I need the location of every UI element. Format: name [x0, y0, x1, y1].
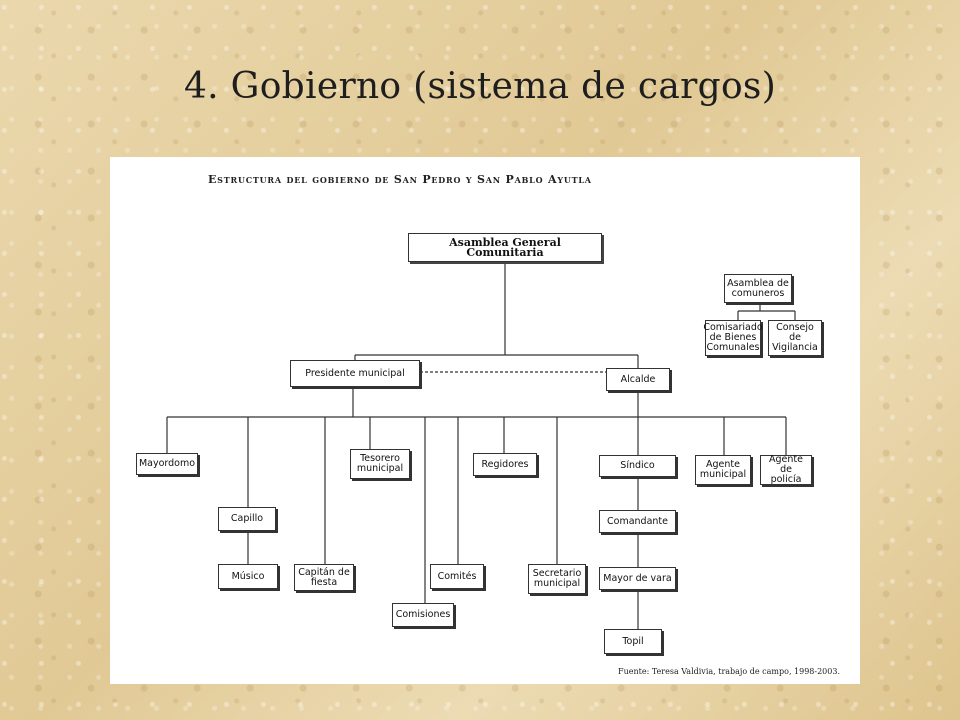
node-mayor-de-vara: Mayor de vara: [599, 567, 676, 590]
node-regidores: Regidores: [473, 453, 537, 476]
node-comisariado: Comisariado de Bienes Comunales: [703, 320, 763, 356]
node-asamblea-comuneros: Asamblea de comuneros: [724, 274, 792, 303]
source-note: Fuente: Teresa Valdivia, trabajo de camp…: [618, 667, 840, 676]
slide-title: 4. Gobierno (sistema de cargos): [183, 66, 777, 107]
node-sindico: Síndico: [599, 455, 676, 477]
node-tesorero-municipal: Tesorero municipal: [350, 449, 410, 479]
node-mayordomo: Mayordomo: [136, 453, 198, 475]
node-agente-municipal: Agente municipal: [695, 455, 751, 485]
org-chart-heading: Estructura del gobierno de San Pedro y S…: [208, 173, 592, 186]
node-capillo: Capillo: [218, 507, 276, 531]
node-capitan-fiesta: Capitán de fiesta: [294, 564, 354, 591]
node-musico: Músico: [218, 564, 278, 589]
org-chart-panel: Estructura del gobierno de San Pedro y S…: [110, 157, 860, 684]
node-agente-policia: Agente de policía: [760, 455, 812, 485]
node-consejo-vigilancia: Consejo de Vigilancia: [768, 320, 822, 356]
connector-lines: [166, 262, 796, 629]
node-comisiones: Comisiones: [392, 603, 454, 627]
node-comandante: Comandante: [599, 510, 676, 533]
node-presidente-municipal: Presidente municipal: [290, 360, 420, 387]
node-asamblea-general: Asamblea General Comunitaria: [408, 233, 602, 262]
node-comites: Comités: [430, 564, 484, 589]
node-alcalde: Alcalde: [606, 368, 670, 391]
node-topil: Topil: [604, 629, 662, 654]
node-secretario-municipal: Secretario municipal: [528, 564, 586, 594]
